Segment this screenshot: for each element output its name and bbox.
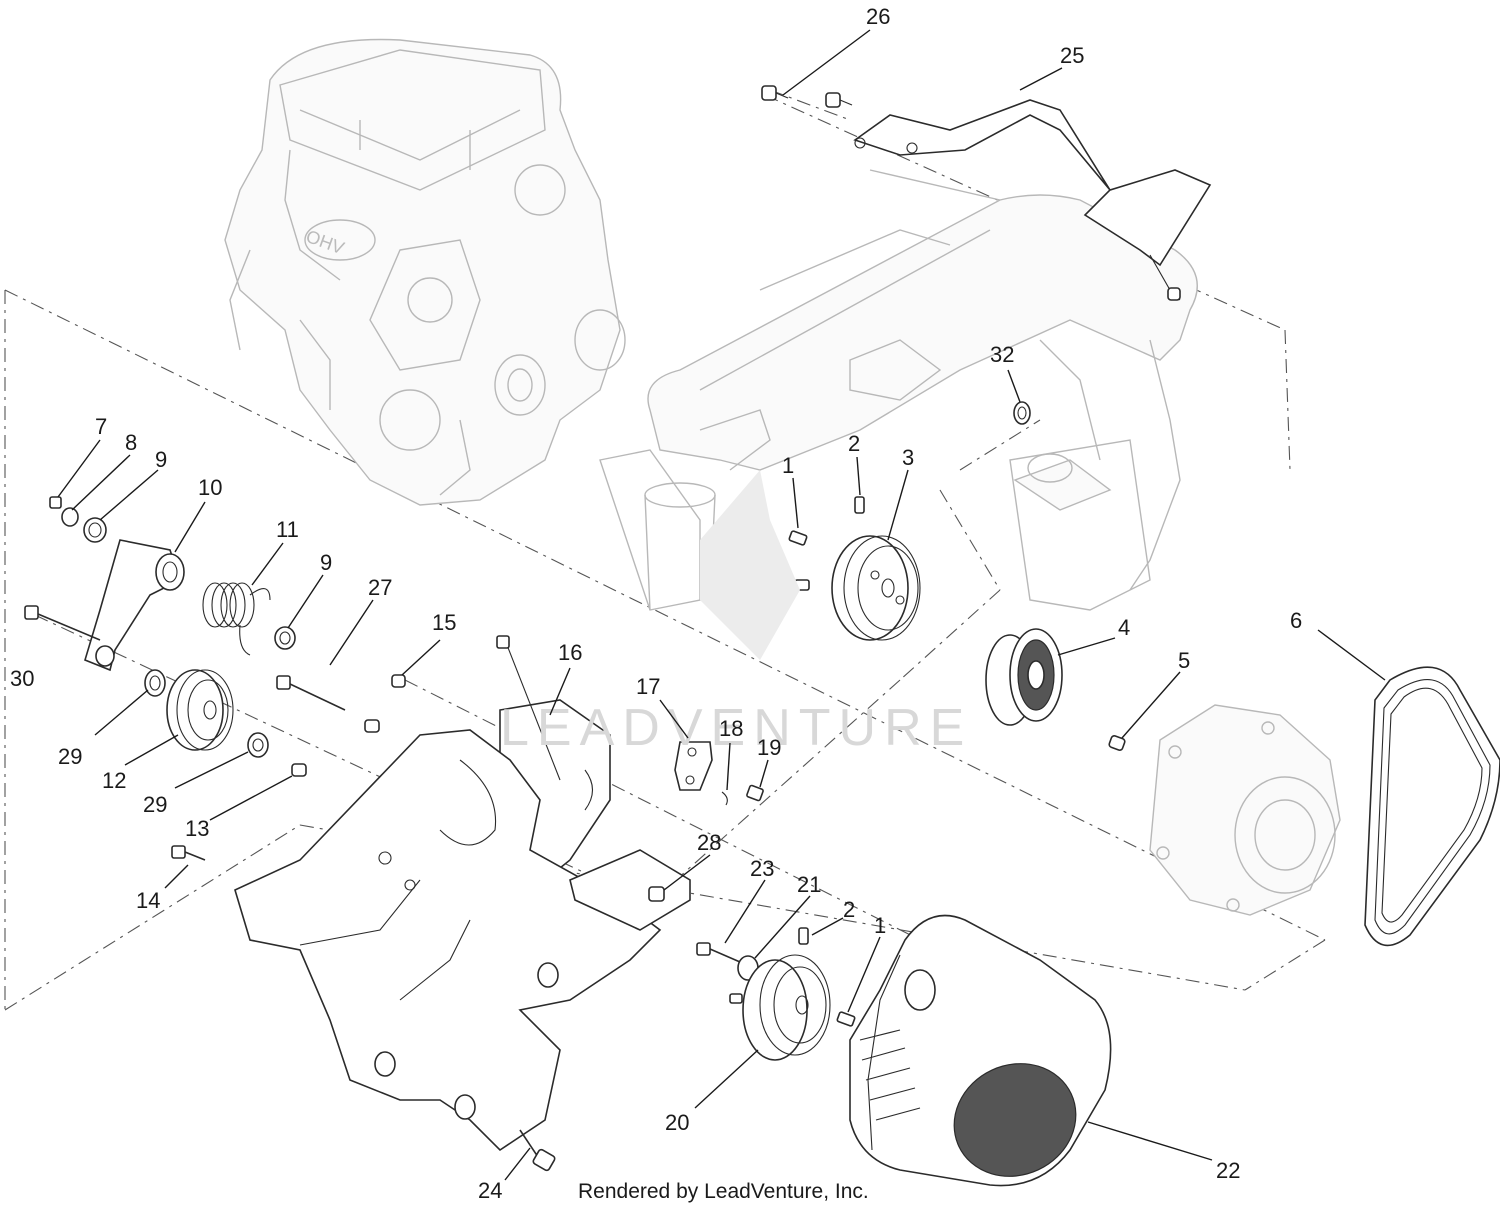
label-32: 32 xyxy=(990,342,1014,367)
label-1-upper: 1 xyxy=(782,453,794,478)
label-3: 3 xyxy=(902,445,914,470)
label-13: 13 xyxy=(185,816,209,841)
part-14-bolt xyxy=(171,845,206,861)
part-32-washer xyxy=(1013,401,1031,425)
watermark-text: LEADVENTURE xyxy=(500,699,972,757)
label-6: 6 xyxy=(1290,608,1302,633)
label-30: 30 xyxy=(10,666,34,691)
gearbox-housing xyxy=(1149,704,1341,916)
label-29-b: 29 xyxy=(143,792,167,817)
label-19: 19 xyxy=(757,735,781,760)
label-9-lower: 9 xyxy=(320,550,332,575)
label-16: 16 xyxy=(558,640,582,665)
main-mounting-bracket xyxy=(234,729,662,1152)
label-4: 4 xyxy=(1118,615,1130,640)
part-17-link xyxy=(674,741,713,791)
part-13-nut xyxy=(291,763,307,777)
part-2-setscrew-lower xyxy=(798,927,809,945)
part-1-key-upper xyxy=(788,530,808,546)
label-29-a: 29 xyxy=(58,744,82,769)
part-4-clutch xyxy=(985,628,1063,726)
part-23-bolt xyxy=(696,942,741,963)
label-2-lower: 2 xyxy=(843,897,855,922)
part-11-spring xyxy=(202,582,271,656)
part-27-bolt xyxy=(276,675,380,733)
part-19-bolt xyxy=(746,784,764,802)
part-26-bolts xyxy=(761,85,1181,301)
part-9-washer-lower xyxy=(274,626,296,650)
part-2-setscrew-upper xyxy=(854,496,865,514)
label-20: 20 xyxy=(665,1110,689,1135)
part-15-nut xyxy=(391,674,406,688)
label-8: 8 xyxy=(125,430,137,455)
part-8-ring xyxy=(61,507,79,527)
label-7: 7 xyxy=(95,414,107,439)
label-22: 22 xyxy=(1216,1158,1240,1183)
label-18: 18 xyxy=(719,716,743,741)
label-1-lower: 1 xyxy=(874,913,886,938)
blower-screen xyxy=(953,1063,1077,1177)
assembly-boundary xyxy=(4,89,1326,1011)
leadventure-watermark: LEADVENTURE xyxy=(500,470,972,757)
part-20-lower-pulley xyxy=(729,954,831,1061)
part-10-idler-arm xyxy=(84,539,185,672)
part-5-bolt xyxy=(1108,735,1126,751)
label-23: 23 xyxy=(750,856,774,881)
label-28: 28 xyxy=(697,830,721,855)
label-24: 24 xyxy=(478,1178,502,1203)
label-2-upper: 2 xyxy=(848,431,860,456)
part-7-nut xyxy=(49,496,62,509)
label-10: 10 xyxy=(198,475,222,500)
part-24-bolt xyxy=(519,1129,556,1172)
label-26: 26 xyxy=(866,4,890,29)
label-12: 12 xyxy=(102,768,126,793)
label-25: 25 xyxy=(1060,43,1084,68)
frame-outline xyxy=(599,169,1198,611)
part-30-bolt xyxy=(24,605,101,641)
label-15: 15 xyxy=(432,610,456,635)
label-27: 27 xyxy=(368,575,392,600)
part-29-washer-a xyxy=(144,669,166,697)
part-3-pulley xyxy=(794,535,921,641)
part-9-washer-upper xyxy=(83,517,107,543)
part-29-washer-b xyxy=(247,732,269,758)
part-number-labels: 26 25 32 1 2 3 4 5 6 7 8 9 10 11 9 27 15… xyxy=(10,4,1302,1203)
part-18-clip xyxy=(721,791,728,806)
label-9-upper: 9 xyxy=(155,447,167,472)
part-6-belt xyxy=(1364,666,1500,947)
part-12-idler-pulley xyxy=(166,669,234,751)
render-credit: Rendered by LeadVenture, Inc. xyxy=(578,1180,869,1203)
gearbox-mount xyxy=(1013,453,1112,511)
part-22-blower-housing xyxy=(849,914,1112,1187)
part-1-key-lower xyxy=(836,1011,856,1027)
leader-lines xyxy=(57,29,1386,1181)
label-21: 21 xyxy=(797,872,821,897)
label-5: 5 xyxy=(1178,648,1190,673)
label-17: 17 xyxy=(636,674,660,699)
label-11: 11 xyxy=(276,517,299,542)
label-14: 14 xyxy=(136,888,160,913)
engine-outline: OHV xyxy=(224,38,626,506)
part-28-nut xyxy=(648,886,665,902)
tension-rod-bracket xyxy=(569,849,691,931)
